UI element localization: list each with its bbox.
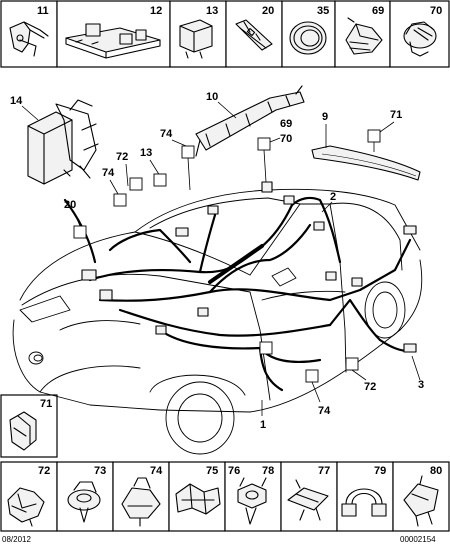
callout-74-bottom: 74: [318, 405, 331, 417]
callout-69: 69: [280, 118, 292, 130]
item-number-74: 74: [150, 465, 163, 477]
item-number-12: 12: [150, 5, 162, 17]
item-number-76: 76: [228, 465, 240, 477]
callout-box-74-bottom: [305, 369, 319, 383]
item-number-72: 72: [38, 465, 50, 477]
bracket-clip-icon: [7, 487, 45, 527]
callout-box-13: [153, 173, 167, 187]
item-number-79: 79: [374, 465, 386, 477]
callout-box-door: [259, 341, 273, 355]
seal-clip-icon: [9, 411, 37, 451]
part-10-rail: [195, 85, 305, 157]
cable-clip-icon: [345, 17, 383, 55]
top-row: 11 12 13 20 35 69 70: [0, 0, 450, 68]
loop-clip-icon: [341, 488, 387, 517]
item-number-80: 80: [430, 465, 442, 477]
grommet-icon: [289, 21, 327, 55]
callout-box-20: [73, 225, 87, 239]
cell-79: [336, 461, 394, 532]
item-number-13: 13: [206, 5, 218, 17]
callout-box-71: [367, 129, 381, 143]
item-number-11: 11: [37, 5, 49, 17]
rivet-clip-icon: [237, 477, 267, 525]
connector-icon: [179, 19, 213, 59]
part-14-bracket: [27, 99, 99, 185]
callout-box-74-top: [181, 145, 195, 159]
part-9-seal: [311, 145, 421, 181]
strap-clip-icon: [403, 475, 439, 527]
push-clip-icon: [67, 481, 101, 523]
callout-1: 1: [260, 419, 266, 431]
callout-71: 71: [390, 109, 402, 121]
clip-icon: [9, 21, 49, 57]
rotary-clip-icon: [403, 21, 437, 57]
side-item-71: 71: [0, 394, 58, 458]
callout-10: 10: [206, 91, 218, 103]
relay-board-icon: [65, 23, 161, 59]
double-clip-icon: [175, 483, 221, 515]
callout-3: 3: [418, 379, 424, 391]
item-number-77: 77: [318, 465, 330, 477]
callout-2: 2: [330, 191, 336, 203]
footer-date: 08/2012: [2, 535, 31, 544]
callout-14: 14: [10, 95, 23, 107]
fuse-icon: [235, 19, 273, 51]
item-number-20: 20: [262, 5, 274, 17]
callout-70: 70: [280, 133, 292, 145]
callout-9: 9: [322, 111, 328, 123]
item-number-75: 75: [206, 465, 218, 477]
item-number-78: 78: [262, 465, 274, 477]
callouts: 14 10 9 71 69 70 74 72 13 74 20: [10, 91, 424, 431]
wiring-harness: [63, 181, 417, 392]
item-number-69: 69: [372, 5, 384, 17]
item-number-73: 73: [94, 465, 106, 477]
callout-box-72-bottom: [345, 357, 359, 371]
item-number-35: 35: [317, 5, 329, 17]
callout-74-left: 74: [102, 167, 115, 179]
spring-clip-icon: [287, 479, 329, 521]
callout-74-top: 74: [160, 128, 173, 140]
callout-13: 13: [140, 147, 152, 159]
callout-box-74-left: [113, 193, 127, 207]
callout-box-72-top: [129, 177, 143, 191]
car-body: [12, 188, 423, 455]
callout-72-top: 72: [116, 151, 128, 163]
callout-72-bottom: 72: [364, 381, 376, 393]
item-number-70: 70: [430, 5, 442, 17]
tie-clip-icon: [121, 477, 161, 527]
item-number-71: 71: [40, 398, 52, 410]
bottom-row: 72 73 74 75 76 78 77 79 80: [0, 461, 450, 532]
callout-box-69-70: [257, 137, 271, 151]
callout-20: 20: [64, 199, 76, 211]
footer-reference: 00002154: [400, 535, 436, 544]
